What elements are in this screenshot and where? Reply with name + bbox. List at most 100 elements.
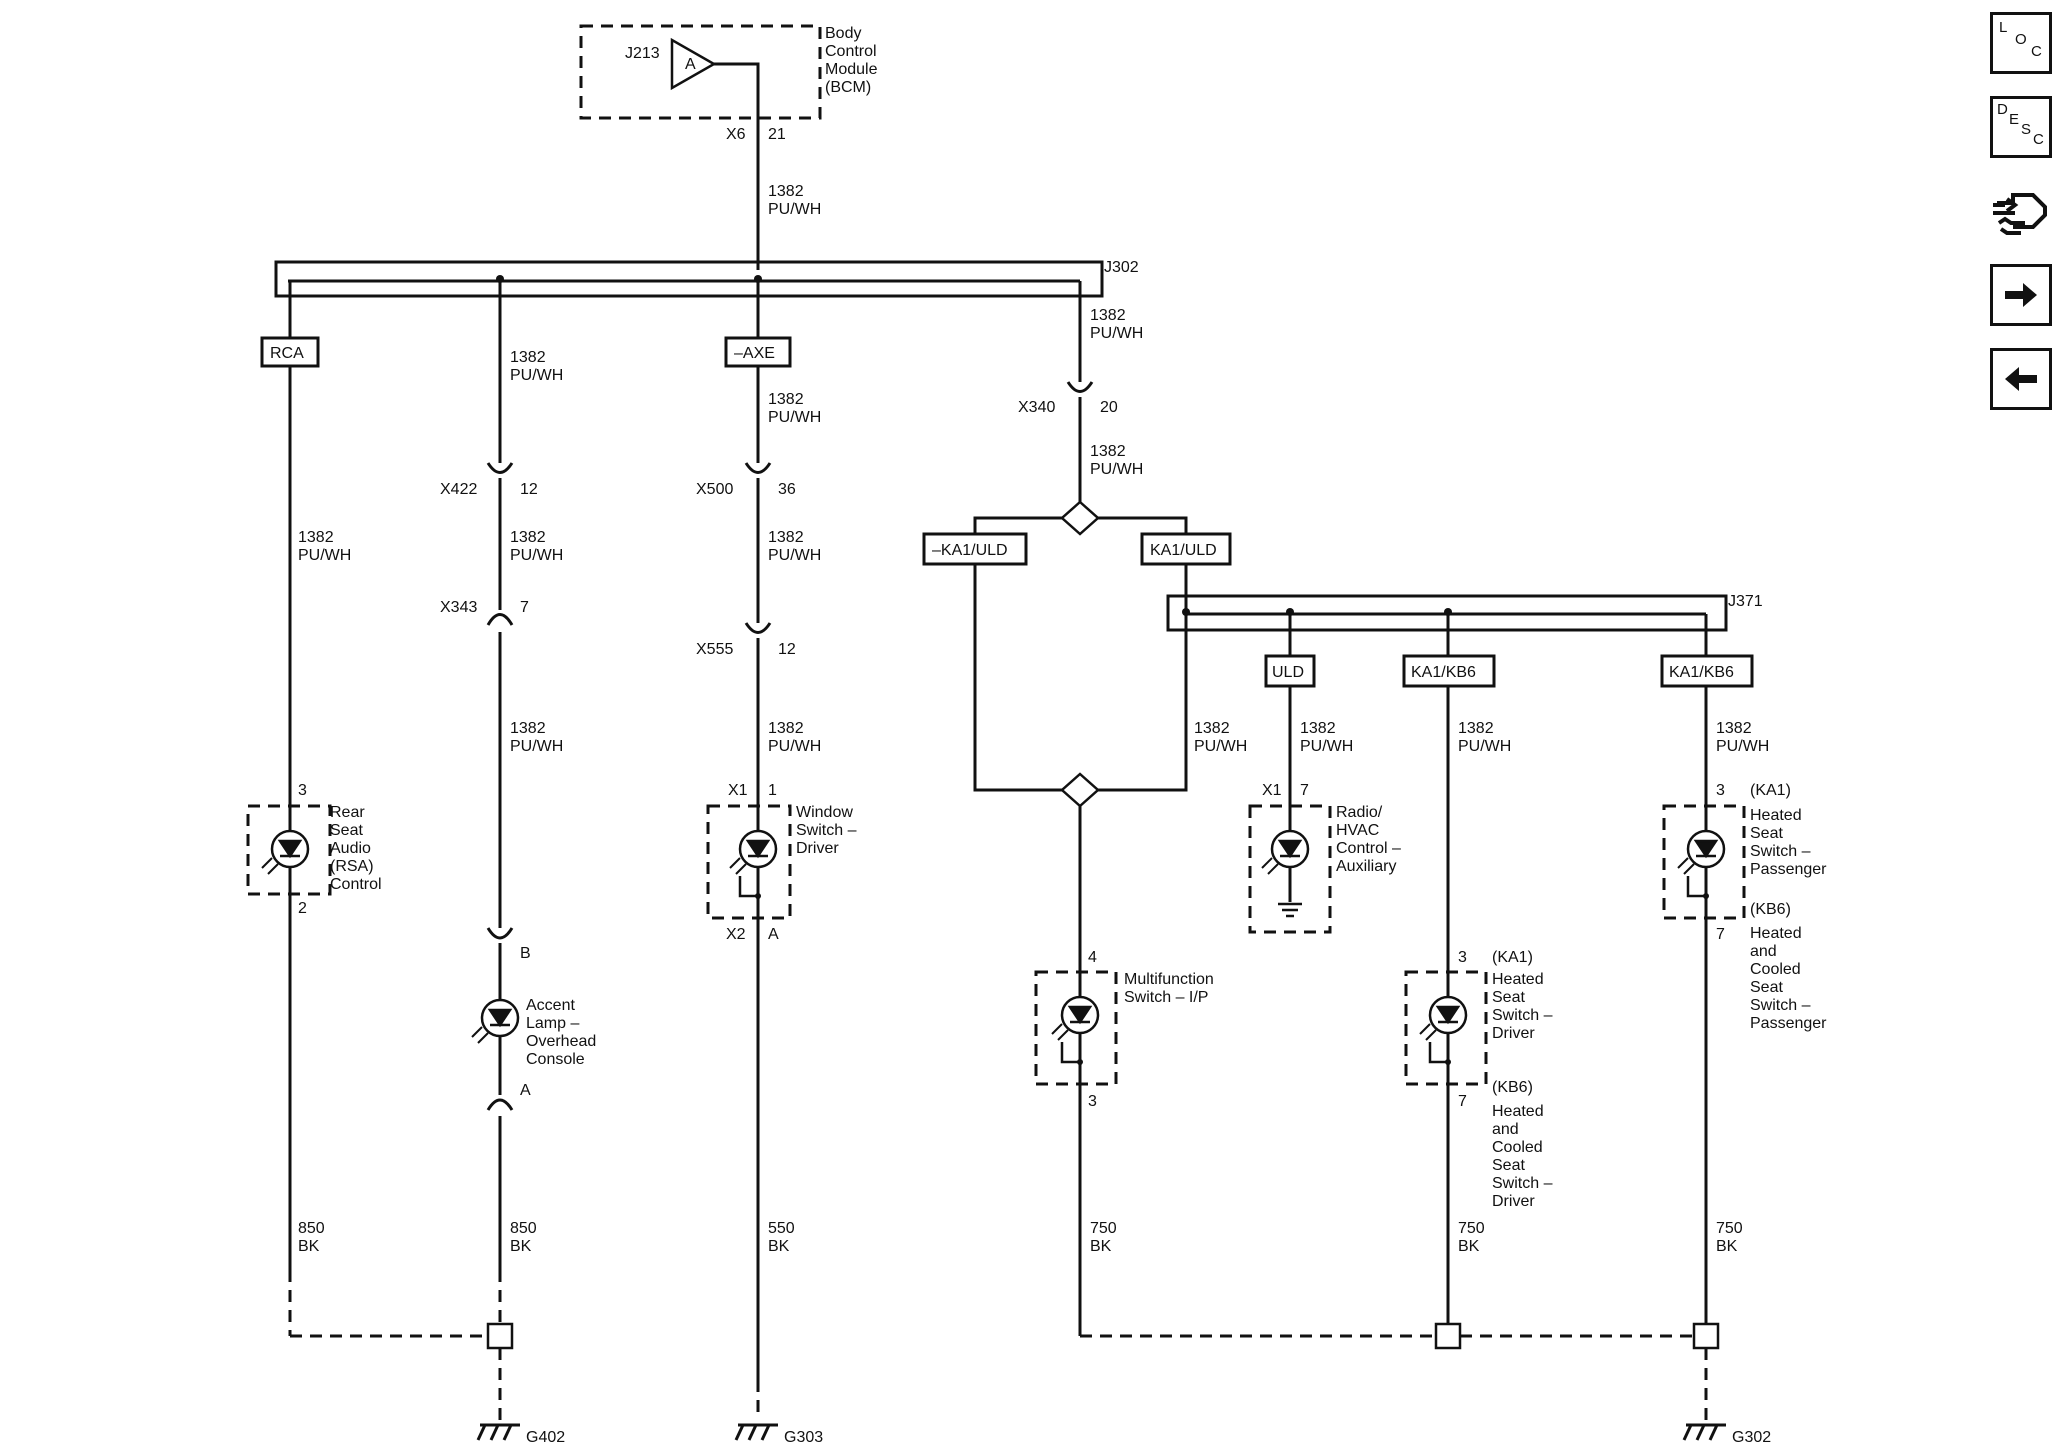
loc-button[interactable]: L O C: [1990, 12, 2052, 74]
bcm-title-3: Module: [825, 61, 878, 78]
window-conn-top: X1: [728, 782, 748, 799]
wire-label: PU/WH: [510, 738, 563, 755]
bcm-box: [579, 24, 822, 120]
wire-label: 1382: [1090, 443, 1126, 460]
previous-button[interactable]: [1990, 348, 2052, 410]
heated-driver-label: Driver: [1492, 1193, 1535, 1210]
wire-label: 1382: [768, 720, 804, 737]
heated-pass-label: Seat: [1750, 979, 1783, 996]
accent-label: Accent: [526, 997, 575, 1014]
heated-driver-label: Switch –: [1492, 1175, 1553, 1192]
wire-label: BK: [1090, 1238, 1112, 1255]
option-diamond: [1060, 500, 1100, 536]
connector-x422: [486, 462, 514, 474]
wire-label: 850: [510, 1220, 537, 1237]
ground-g402: G402: [526, 1429, 565, 1446]
option-ka1-uld: [1140, 532, 1232, 566]
heated-pass-opt-top: (KA1): [1750, 782, 1791, 799]
desc-letter: S: [2021, 121, 2032, 138]
window-label: Window: [796, 804, 853, 821]
connector-x422-id: X422: [440, 481, 477, 498]
connector-x340-pin: 20: [1100, 399, 1118, 416]
component-view-button[interactable]: [1990, 180, 2052, 242]
nav-toolbar: L O C D E S C: [1990, 12, 2056, 432]
option-ka1-kb6-passenger: [1660, 654, 1754, 688]
wire-label: PU/WH: [1716, 738, 1769, 755]
bcm-title-4: (BCM): [825, 79, 871, 96]
radio-label: HVAC: [1336, 822, 1379, 839]
wire-label: 850: [298, 1220, 325, 1237]
rsa-label: (RSA): [330, 858, 374, 875]
wire-label: 1382: [510, 529, 546, 546]
option-uld: [1264, 654, 1316, 688]
connector-x340-id: X340: [1018, 399, 1055, 416]
rsa-label: Control: [330, 876, 382, 893]
switch-contact-icon: [1428, 1042, 1448, 1064]
radio-pin: 7: [1300, 782, 1309, 799]
bcm-connector: X6: [726, 126, 746, 143]
heated-driver-pin-bottom: 7: [1458, 1093, 1467, 1110]
desc-button[interactable]: D E S C: [1990, 96, 2052, 158]
heated-seat-passenger-box: [1662, 804, 1746, 920]
wire-label: BK: [298, 1238, 320, 1255]
ground-g303: G303: [784, 1429, 823, 1446]
connector-x343: [486, 613, 514, 626]
wire-label: 750: [1090, 1220, 1117, 1237]
bcm-ref: J213: [625, 45, 660, 62]
splice-j302: [274, 260, 1104, 298]
window-pin-bottom: A: [768, 926, 779, 943]
wire-label: 1382: [1300, 720, 1336, 737]
wire-label: PU/WH: [298, 547, 351, 564]
wire-label: PU/WH: [1458, 738, 1511, 755]
bcm-title-1: Body: [825, 25, 861, 42]
heated-pass-label: Heated: [1750, 925, 1802, 942]
radio-label: Control –: [1336, 840, 1401, 857]
wiring-diagram: A J213 Body Control Module (BCM) X6 21 1…: [246, 24, 1827, 1446]
bcm-pin: 21: [768, 126, 786, 143]
option-axe: [724, 336, 792, 368]
heated-driver-label: Seat: [1492, 1157, 1525, 1174]
next-button[interactable]: [1990, 264, 2052, 326]
option-ka1-kb6-label: KA1/KB6: [1669, 664, 1734, 681]
heated-pass-pin-top: 3: [1716, 782, 1725, 799]
wire-label: 1382: [1458, 720, 1494, 737]
wire-label: 1382: [768, 391, 804, 408]
radio-hvac-box: [1248, 804, 1332, 934]
connector-x343-pin: 7: [520, 599, 529, 616]
wire-label: PU/WH: [768, 547, 821, 564]
heated-pass-pin-bottom: 7: [1716, 926, 1725, 943]
accent-pin-a: A: [520, 1082, 531, 1099]
heated-pass-label: Cooled: [1750, 961, 1801, 978]
option-not-ka1-uld-label: –KA1/ULD: [932, 542, 1008, 559]
wire-label: PU/WH: [768, 738, 821, 755]
accent-label: Lamp –: [526, 1015, 579, 1032]
connector-x555-pin: 12: [778, 641, 796, 658]
wire-label: PU/WH: [768, 409, 821, 426]
switch-contact-icon: [1060, 1042, 1080, 1064]
splice-pack: [1434, 1322, 1462, 1350]
component-view-icon: [1993, 193, 2047, 235]
switch-contact-icon: [738, 876, 758, 898]
multifunction-label: Multifunction: [1124, 971, 1214, 988]
window-pin-top: 1: [768, 782, 777, 799]
splice-pack: [1692, 1322, 1720, 1350]
heated-driver-label: Switch –: [1492, 1007, 1553, 1024]
bcm-title-2: Control: [825, 43, 877, 60]
ground-icon: [1682, 1423, 1726, 1441]
wire-label: 1382: [298, 529, 334, 546]
wire-label: PU/WH: [510, 367, 563, 384]
heated-pass-label: and: [1750, 943, 1777, 960]
option-rca-label: RCA: [270, 345, 304, 362]
connector-x500-pin: 36: [778, 481, 796, 498]
wire-label: 1382: [510, 349, 546, 366]
wire-label: BK: [1716, 1238, 1738, 1255]
multifunction-pin-top: 4: [1088, 949, 1097, 966]
loc-letter: C: [2031, 43, 2042, 60]
heated-pass-label: Passenger: [1750, 861, 1827, 878]
desc-letter: D: [1997, 101, 2008, 118]
rsa-label: Rear: [330, 804, 365, 821]
wire-label: BK: [1458, 1238, 1480, 1255]
radio-label: Radio/: [1336, 804, 1383, 821]
option-uld-label: ULD: [1272, 664, 1304, 681]
wire-label: 1382: [768, 183, 804, 200]
